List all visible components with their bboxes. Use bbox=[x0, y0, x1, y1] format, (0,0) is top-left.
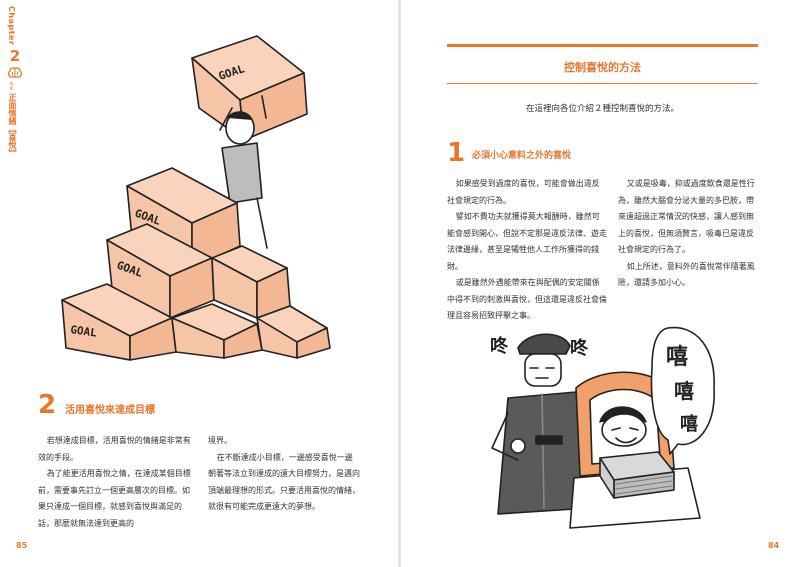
section-2-number: 2 bbox=[38, 390, 57, 420]
section-1-number: 1 bbox=[447, 138, 466, 168]
box-mid-right bbox=[211, 245, 291, 319]
left-column-2: 境界。 在不斷達成小目標，一邊感受喜悅一邊朝著等法立到達成的遠大目標努力，是邁向… bbox=[208, 433, 360, 516]
paragraph: 又或是吸毒，抑或過度飲食還是性行為，雖然大腦會分泌大量的多巴胺，帶來遠超過正常情… bbox=[618, 179, 755, 254]
brain-icon bbox=[8, 67, 22, 79]
laugh-sound-2: 嘻 bbox=[674, 379, 694, 403]
chapter-label: Chapter bbox=[7, 6, 16, 46]
laughing-person bbox=[599, 406, 647, 447]
paragraph: 或是雖然外遇能帶來在與配偶的安定關係中得不到的刺激與喜悅，但這還是違反社會倫理且… bbox=[447, 278, 607, 320]
knock-sound-right: 咚 bbox=[570, 337, 589, 359]
heading-rule-bottom bbox=[447, 83, 758, 84]
cash-stack bbox=[599, 451, 675, 499]
paragraph: 境界。 bbox=[208, 436, 232, 445]
heading-rule-top bbox=[447, 44, 758, 47]
goal-boxes-illustration: GOAL GOAL GOAL GOAL bbox=[61, 35, 331, 361]
box-mid-left bbox=[106, 223, 215, 319]
box-bottom-right bbox=[256, 305, 331, 359]
chapter-number: 2 bbox=[9, 47, 21, 66]
box-bottom-mid bbox=[171, 303, 263, 359]
chevron-arrows: »» bbox=[7, 81, 16, 92]
chapter-strip: Chapter 2 »» 正面情緒【喜悅】 bbox=[7, 6, 23, 157]
officer-figure bbox=[491, 333, 591, 515]
section-1-title: 必須小心意料之外的喜悅 bbox=[472, 151, 572, 161]
page-number-right: 84 bbox=[768, 541, 780, 550]
section-2-title: 活用喜悅來達成目標 bbox=[65, 405, 155, 416]
intro-text: 在這裡向各位介紹２種控制喜悅的方法。 bbox=[525, 104, 679, 114]
laugh-sound-1: 嘻 bbox=[666, 344, 688, 370]
goal-label-4: GOAL bbox=[70, 323, 98, 340]
page-gutter bbox=[398, 0, 401, 567]
page-heading: 控制喜悅的方法 bbox=[564, 61, 641, 74]
page-number-left: 85 bbox=[16, 541, 28, 550]
right-column-1: 如果感受到過度的喜悅，可能會做出違反社會規定的行為。 譬如不費功夫就獲得莫大報酬… bbox=[447, 176, 607, 325]
paragraph: 為了能更活用喜悅之情，在達成某個目標前，需要事先訂立一個更高層次的目標。如果只達… bbox=[38, 469, 191, 528]
paragraph: 譬如不費功夫就獲得莫大報酬時，雖然可能會感到開心，但說不定那是違反法律、遊走法律… bbox=[447, 212, 607, 271]
laugh-sound-3: 嘻 bbox=[680, 413, 698, 435]
chapter-section-label: 正面情緒【喜悅】 bbox=[8, 93, 17, 158]
knock-sound-left: 咚 bbox=[490, 335, 509, 357]
paragraph: 如上所述，意料外的喜悅常伴隨著風險，還請多加小心。 bbox=[618, 261, 755, 288]
box-top bbox=[126, 167, 241, 269]
paragraph: 如果感受到過度的喜悅，可能會做出違反社會規定的行為。 bbox=[447, 179, 600, 205]
paragraph: 在不斷達成小目標，一邊感受喜悅一邊朝著等法立到達成的遠大目標努力，是邁向頂端最理… bbox=[208, 452, 360, 512]
right-column-2: 又或是吸毒，抑或過度飲食還是性行為，雖然大腦會分泌大量的多巴胺，帶來遠超過正常情… bbox=[618, 176, 760, 292]
speech-bubble bbox=[650, 326, 715, 455]
left-column-1: 若想達成目標，活用喜悅的情緒是非常有效的手段。 為了能更活用喜悅之情，在達成某個… bbox=[38, 433, 196, 532]
knocking-cash-illustration: 咚 咚 嘻 嘻 嘻 bbox=[490, 326, 715, 529]
paragraph: 若想達成目標，活用喜悅的情緒是非常有效的手段。 bbox=[38, 436, 191, 462]
